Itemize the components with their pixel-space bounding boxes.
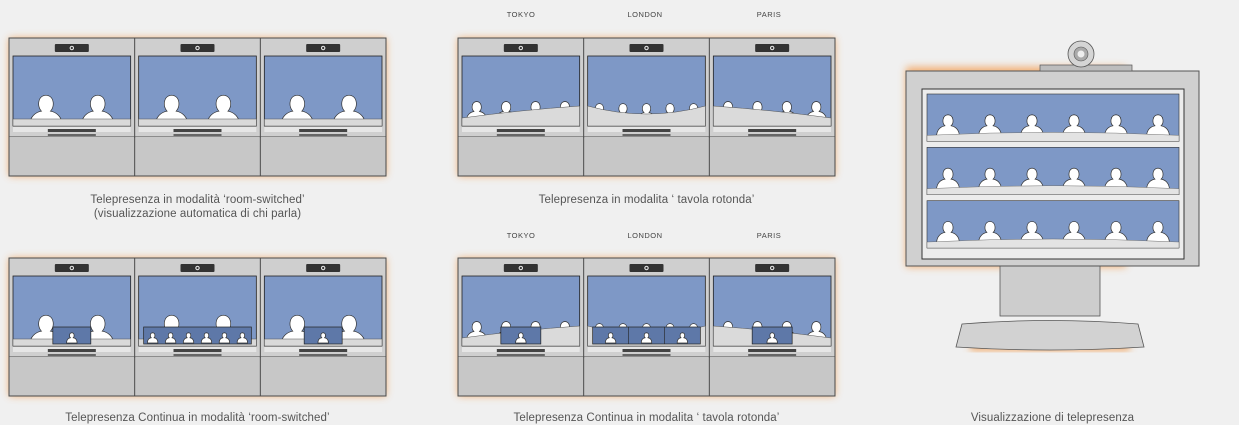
person-silhouette-icon <box>1020 221 1044 245</box>
person-silhouette-icon <box>936 221 960 245</box>
person-silhouette-icon <box>280 94 315 126</box>
person-silhouette-icon <box>1062 167 1086 192</box>
camera-icon <box>1067 40 1095 68</box>
caption-room-switched: Telepresenza in modalità ‘room-switched’… <box>9 193 386 221</box>
screen-panel-1 <box>9 264 135 396</box>
screen-panel-3 <box>260 264 386 396</box>
person-silhouette-icon <box>1062 221 1086 245</box>
screen-panel-2 <box>583 44 710 176</box>
person-silhouette-icon <box>218 332 231 344</box>
person-silhouette-icon <box>1020 114 1044 138</box>
caption-cp-round-table: Telepresenza Continua in modalita ‘ tavo… <box>513 412 780 424</box>
round-table-system <box>457 37 836 177</box>
caption-round-table: Telepresenza in modalita ‘ tavola rotond… <box>538 194 755 206</box>
person-silhouette-icon <box>640 332 653 344</box>
screen-panel-3 <box>709 44 835 176</box>
person-silhouette-icon <box>605 332 617 344</box>
person-silhouette-icon <box>936 167 960 192</box>
caption-display: Visualizzazione di telepresenza <box>970 412 1135 424</box>
person-silhouette-icon <box>200 332 213 344</box>
city-label-london-2: LONDON <box>627 231 663 240</box>
person-silhouette-icon <box>154 94 189 126</box>
city-label-london: LONDON <box>627 10 663 19</box>
person-silhouette-icon <box>1020 167 1044 192</box>
room-switched-system <box>8 37 387 177</box>
person-silhouette-icon <box>164 332 177 344</box>
person-silhouette-icon <box>1146 114 1170 138</box>
screen-panel-3 <box>709 264 835 396</box>
person-silhouette-icon <box>332 94 367 126</box>
person-silhouette-icon <box>28 94 63 126</box>
person-silhouette-icon <box>766 332 778 344</box>
telepresence-display <box>900 37 1205 385</box>
person-silhouette-icon <box>236 332 248 344</box>
person-silhouette-icon <box>1062 114 1086 138</box>
display-row-2 <box>926 147 1180 195</box>
screen-panel-2 <box>134 44 261 176</box>
display-row-3 <box>926 200 1180 249</box>
person-silhouette-icon <box>66 332 78 344</box>
caption-cp-room-switched: Telepresenza Continua in modalità ‘room-… <box>65 412 330 424</box>
person-silhouette-icon <box>515 332 527 344</box>
person-silhouette-icon <box>1146 167 1170 192</box>
city-label-tokyo-2: TOKYO <box>506 231 536 240</box>
city-label-tokyo: TOKYO <box>506 10 536 19</box>
person-silhouette-icon <box>317 332 329 344</box>
person-silhouette-icon <box>80 94 115 126</box>
caption-room-switched-line1: Telepresenza in modalità ‘room-switched’ <box>90 194 305 206</box>
person-silhouette-icon <box>676 332 688 344</box>
screen-panel-2 <box>583 264 710 396</box>
screen-panel-1 <box>458 44 584 176</box>
screen-panel-1 <box>9 44 135 176</box>
person-silhouette-icon <box>206 94 241 126</box>
person-silhouette-icon <box>1104 167 1128 192</box>
person-silhouette-icon <box>1104 221 1128 245</box>
person-silhouette-icon <box>978 221 1002 245</box>
person-silhouette-icon <box>147 332 159 344</box>
display-row-1 <box>926 93 1180 142</box>
person-silhouette-icon <box>1146 221 1170 245</box>
city-label-paris-2: PARIS <box>756 231 782 240</box>
person-silhouette-icon <box>936 114 960 138</box>
caption-room-switched-line2: (visualizzazione automatica di chi parla… <box>93 208 302 220</box>
city-label-paris: PARIS <box>756 10 782 19</box>
cp-round-table-system <box>457 257 836 397</box>
cp-room-switched-system <box>8 257 387 397</box>
screen-panel-1 <box>458 264 584 396</box>
person-silhouette-icon <box>1104 114 1128 138</box>
screen-panel-2 <box>134 264 261 396</box>
person-silhouette-icon <box>978 114 1002 138</box>
display-base <box>955 320 1145 351</box>
screen-panel-3 <box>260 44 386 176</box>
person-silhouette-icon <box>182 332 195 344</box>
person-silhouette-icon <box>978 167 1002 192</box>
